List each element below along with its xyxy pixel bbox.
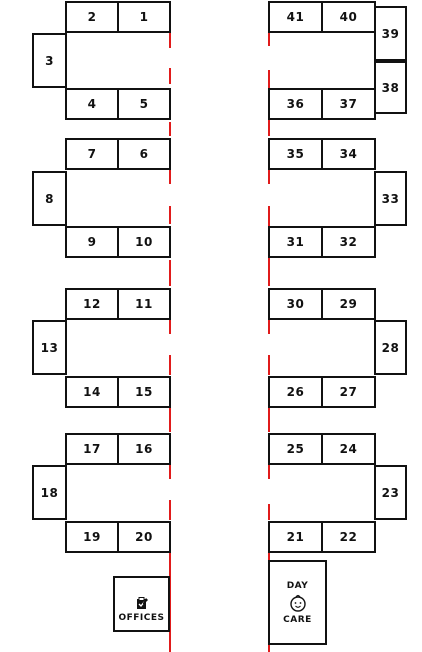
- corridor-stripe: [169, 122, 171, 136]
- room-11[interactable]: 11: [117, 288, 171, 320]
- room-21[interactable]: 21: [268, 521, 323, 553]
- daycare-label-line1: DAY: [286, 580, 309, 591]
- room-27[interactable]: 27: [321, 376, 376, 408]
- room-35[interactable]: 35: [268, 138, 323, 170]
- corridor-stripe: [268, 408, 270, 432]
- corridor-stripe: [169, 260, 171, 286]
- room-40[interactable]: 40: [321, 1, 376, 33]
- room-36[interactable]: 36: [268, 88, 323, 120]
- daycare-label-line2: CARE: [283, 614, 312, 625]
- corridor-stripe: [169, 320, 171, 334]
- corridor-stripe: [268, 504, 270, 520]
- room-8[interactable]: 8: [32, 171, 67, 226]
- offices-room[interactable]: OFFICES: [113, 576, 170, 632]
- room-38[interactable]: 38: [374, 61, 407, 114]
- room-28[interactable]: 28: [374, 320, 407, 375]
- room-2[interactable]: 2: [65, 1, 119, 33]
- corridor-stripe: [268, 120, 270, 136]
- room-9[interactable]: 9: [65, 226, 119, 258]
- room-37[interactable]: 37: [321, 88, 376, 120]
- room-15[interactable]: 15: [117, 376, 171, 408]
- room-6[interactable]: 6: [117, 138, 171, 170]
- room-10[interactable]: 10: [117, 226, 171, 258]
- corridor-stripe: [169, 68, 171, 84]
- corridor-stripe: [268, 258, 270, 286]
- daycare-room[interactable]: DAY CARE: [268, 560, 327, 645]
- room-22[interactable]: 22: [321, 521, 376, 553]
- corridor-stripe: [268, 70, 270, 88]
- corridor-stripe: [268, 170, 270, 184]
- room-19[interactable]: 19: [65, 521, 119, 553]
- room-32[interactable]: 32: [321, 226, 376, 258]
- corridor-stripe: [268, 32, 270, 46]
- room-34[interactable]: 34: [321, 138, 376, 170]
- offices-label: OFFICES: [118, 613, 165, 623]
- room-24[interactable]: 24: [321, 433, 376, 465]
- corridor-stripe: [169, 552, 171, 652]
- corridor-stripe: [169, 32, 171, 48]
- corridor-stripe: [169, 206, 171, 224]
- room-30[interactable]: 30: [268, 288, 323, 320]
- room-18[interactable]: 18: [32, 465, 67, 520]
- room-26[interactable]: 26: [268, 376, 323, 408]
- room-17[interactable]: 17: [65, 433, 119, 465]
- baby-face-icon: [289, 594, 306, 612]
- room-33[interactable]: 33: [374, 171, 407, 226]
- room-39[interactable]: 39: [374, 6, 407, 61]
- room-1[interactable]: 1: [117, 1, 171, 33]
- corridor-stripe: [268, 206, 270, 226]
- corridor-stripe: [169, 408, 171, 432]
- room-31[interactable]: 31: [268, 226, 323, 258]
- room-23[interactable]: 23: [374, 465, 407, 520]
- room-20[interactable]: 20: [117, 521, 171, 553]
- corridor-stripe: [169, 465, 171, 479]
- room-16[interactable]: 16: [117, 433, 171, 465]
- room-12[interactable]: 12: [65, 288, 119, 320]
- corridor-stripe: [169, 355, 171, 375]
- room-41[interactable]: 41: [268, 1, 323, 33]
- corridor-stripe: [169, 500, 171, 520]
- room-13[interactable]: 13: [32, 320, 67, 375]
- corridor-stripe: [268, 465, 270, 479]
- room-25[interactable]: 25: [268, 433, 323, 465]
- corridor-stripe: [268, 320, 270, 334]
- room-3[interactable]: 3: [32, 33, 67, 88]
- corridor-stripe: [268, 355, 270, 375]
- room-4[interactable]: 4: [65, 88, 119, 120]
- room-29[interactable]: 29: [321, 288, 376, 320]
- room-7[interactable]: 7: [65, 138, 119, 170]
- room-5[interactable]: 5: [117, 88, 171, 120]
- room-14[interactable]: 14: [65, 376, 119, 408]
- corridor-stripe: [169, 170, 171, 184]
- clipboard-icon: [136, 597, 148, 609]
